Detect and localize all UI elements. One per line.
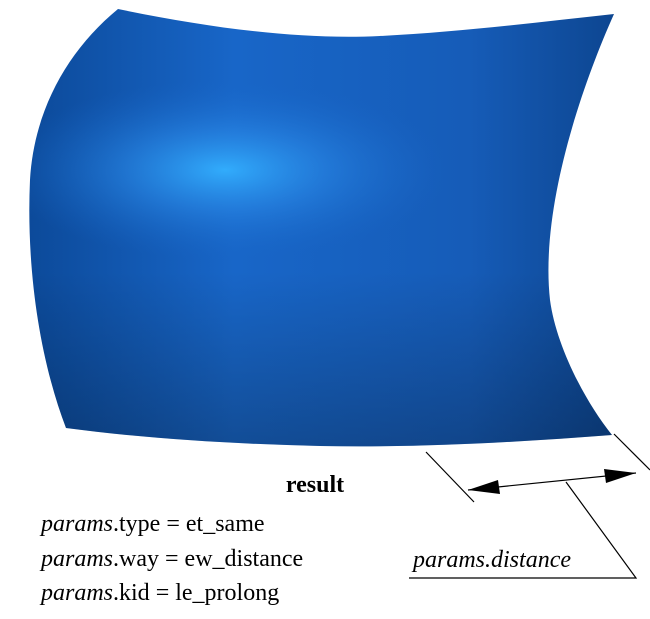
param-value: = et_same [160,511,265,537]
param-field: .way [113,546,159,572]
distance-label: params.distance [413,547,571,573]
param-kid-line: params.kid = le_prolong [41,579,279,607]
extension-line-right [613,433,650,471]
arrowhead-right [604,469,636,483]
arrowheads [468,469,636,494]
param-value: = ew_distance [159,546,304,572]
leader-line [409,481,638,579]
param-value: = le_prolong [149,580,280,606]
param-type-line: params.type = et_same [41,510,265,538]
param-field: .type [113,511,161,537]
extension-line-left [425,451,475,503]
params-object: params [41,580,114,606]
param-way-line: params.way = ew_distance [41,545,303,573]
params-object: params [41,511,114,537]
arrowhead-left [468,480,500,494]
params-object: params [41,546,114,572]
param-field: .kid [113,580,150,606]
result-caption: result [285,472,345,498]
